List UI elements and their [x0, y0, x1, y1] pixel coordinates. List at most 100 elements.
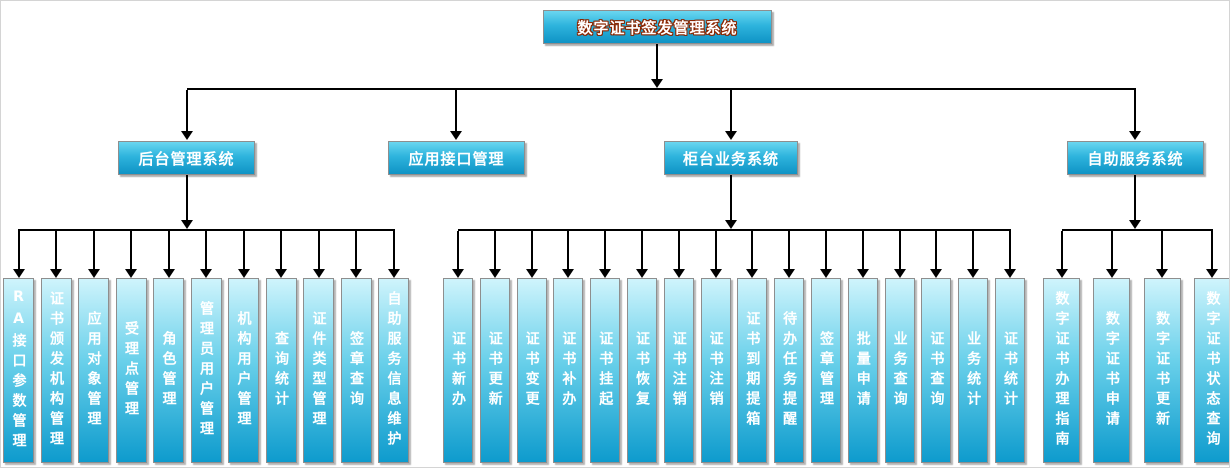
connector: [1105, 231, 1118, 278]
connector-line: [656, 44, 658, 79]
connector-line: [567, 231, 570, 269]
leaf-node: 证书恢复: [626, 231, 657, 463]
leaf-node: 自助服务信息维护: [378, 231, 409, 463]
leaf-node: 证书补办: [553, 231, 584, 463]
leaf-node-label: 证书注销: [707, 330, 724, 411]
connector: [893, 231, 906, 278]
connector-line: [824, 231, 827, 269]
connector: [525, 231, 538, 278]
connector-line: [458, 229, 1011, 231]
leaf-node-label: 受理点管理: [123, 320, 139, 421]
connector-line: [186, 90, 188, 131]
branch-node-label: 后台管理系统: [138, 149, 235, 168]
branch-node-api-management: 应用接口管理: [388, 141, 525, 175]
leaf-node-label: 证书查询: [928, 330, 945, 411]
connector-line: [640, 231, 643, 269]
down-arrow-icon: [967, 269, 980, 278]
connector: [1003, 231, 1016, 278]
connector-line: [677, 231, 680, 269]
down-arrow-icon: [856, 269, 869, 278]
connector: [672, 231, 685, 278]
connector: [856, 231, 869, 278]
connector-line: [1060, 231, 1063, 269]
connector-line: [455, 90, 457, 131]
leaf-node-label: 自助服务信息维护: [385, 290, 402, 451]
leaf-group-counter-business: 证书新办 证书更新 证书变更 证书补办 证书挂起 证书恢复 证书注销 证书注销 …: [443, 231, 1025, 463]
down-arrow-icon: [819, 269, 832, 278]
leaf-node: 证书颁发机构管理: [40, 231, 72, 463]
leaf-node-label: 签章管理: [817, 330, 834, 411]
leaf-node: 业务查询: [884, 231, 915, 463]
leaf-node: 证书注销: [663, 231, 694, 463]
connector-line: [493, 231, 496, 269]
leaf-node-label: 业务查询: [891, 330, 908, 411]
down-arrow-icon: [651, 79, 663, 88]
leaf-node: 管理员用户管理: [190, 231, 222, 463]
branch-node-label: 柜台业务系统: [682, 149, 779, 168]
connector: [709, 231, 722, 278]
leaf-node: RA接口参数管理: [3, 231, 34, 463]
leaf-node-label: 证书到期提箱: [744, 310, 761, 431]
leaf-node-label: 证书新办: [450, 330, 466, 411]
connector: [819, 231, 832, 278]
leaf-node-label: 证件类型管理: [310, 310, 327, 431]
connector: [312, 231, 325, 278]
down-arrow-icon: [12, 269, 25, 278]
connector-line: [1008, 231, 1011, 269]
leaf-node: 角色管理: [153, 231, 184, 463]
leaf-node: 机构用户管理: [228, 231, 259, 463]
connector: [1055, 231, 1068, 278]
connector-line: [18, 229, 395, 231]
leaf-node-label: 管理员用户管理: [198, 300, 214, 441]
connector: [930, 231, 943, 278]
connector-line: [187, 88, 1136, 90]
leaf-node-box: 查询统计: [265, 278, 297, 463]
down-arrow-icon: [1003, 269, 1016, 278]
connector-line: [317, 231, 320, 269]
connector-line: [530, 231, 533, 269]
down-arrow-icon: [525, 269, 538, 278]
leaf-node: 证书更新: [479, 231, 510, 463]
down-arrow-icon: [200, 269, 212, 278]
connector-line: [730, 90, 732, 131]
branch-node-counter-business: 柜台业务系统: [664, 141, 798, 175]
down-arrow-icon: [1129, 220, 1141, 229]
down-arrow-icon: [562, 269, 575, 278]
leaf-node-label: 数字证书更新: [1154, 310, 1171, 431]
down-arrow-icon: [237, 269, 250, 278]
leaf-node-box: 证书注销: [663, 278, 694, 463]
leaf-node-label: 数字证书状态查询: [1204, 290, 1221, 451]
connector-line: [714, 231, 717, 269]
connector-line: [280, 231, 282, 269]
down-arrow-icon: [387, 269, 400, 278]
connector: [12, 231, 25, 278]
connector: [562, 231, 575, 278]
leaf-node: 证书变更: [516, 231, 547, 463]
leaf-node-box: 机构用户管理: [228, 278, 259, 463]
leaf-node: 数字证书办理指南: [1043, 231, 1080, 463]
connector: [350, 231, 362, 278]
leaf-node-box: 证书新办: [443, 278, 473, 463]
connector-line: [167, 231, 170, 269]
down-arrow-icon: [50, 269, 62, 278]
connector-line: [898, 231, 901, 269]
leaf-node-label: 证书恢复: [633, 330, 650, 411]
down-arrow-icon: [725, 131, 737, 140]
leaf-node-label: 数字证书申请: [1103, 310, 1120, 431]
down-arrow-icon: [1105, 269, 1118, 278]
connector-line: [861, 231, 864, 269]
leaf-node-box: 证书更新: [479, 278, 510, 463]
leaf-node-label: 证书变更: [523, 330, 540, 411]
connector-line: [186, 175, 188, 220]
connector: [50, 231, 62, 278]
connector-line: [17, 231, 20, 269]
connector-line: [242, 231, 245, 269]
branch-node-label: 自助服务系统: [1087, 149, 1184, 168]
leaf-node-label: 应用对象管理: [85, 310, 102, 431]
leaf-node-box: 业务统计: [958, 278, 989, 463]
connector: [635, 231, 648, 278]
leaf-node-box: 待办任务提醒: [774, 278, 805, 463]
leaf-node-box: 证书统计: [994, 278, 1025, 463]
down-arrow-icon: [1156, 269, 1169, 278]
